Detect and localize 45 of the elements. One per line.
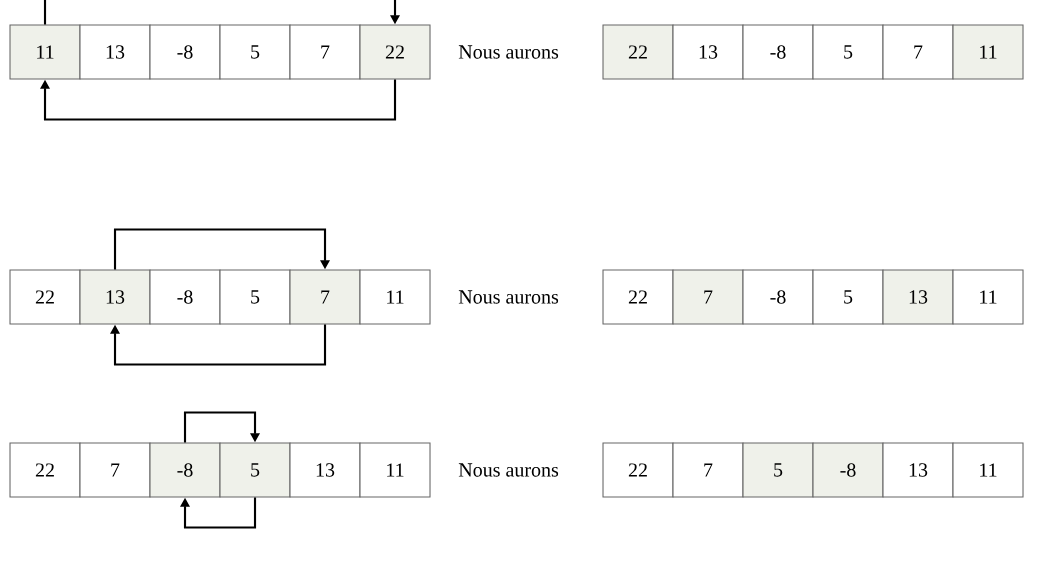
arrow bbox=[113, 228, 330, 270]
array-cell: -8 bbox=[812, 442, 884, 498]
array-cell: 7 bbox=[289, 24, 361, 80]
array-cell: 13 bbox=[79, 24, 151, 80]
array-cell: -8 bbox=[149, 269, 221, 325]
array-cell: 22 bbox=[9, 269, 81, 325]
array-cell: 5 bbox=[812, 24, 884, 80]
array-cell: 13 bbox=[882, 269, 954, 325]
array-cell: 11 bbox=[952, 442, 1024, 498]
array-cell: 22 bbox=[602, 442, 674, 498]
array-cell: -8 bbox=[149, 442, 221, 498]
array-cell: 7 bbox=[882, 24, 954, 80]
array-cell: 13 bbox=[79, 269, 151, 325]
result-text: Nous aurons bbox=[458, 463, 559, 477]
array-cell: 5 bbox=[219, 24, 291, 80]
array-cell: 13 bbox=[882, 442, 954, 498]
array-cell: 22 bbox=[359, 24, 431, 80]
array-cell: 7 bbox=[289, 269, 361, 325]
array-cell: 5 bbox=[742, 442, 814, 498]
array-cell: 5 bbox=[219, 269, 291, 325]
arrow bbox=[180, 497, 257, 529]
array-cell: 22 bbox=[602, 269, 674, 325]
arrow bbox=[43, 0, 400, 25]
result-text: Nous aurons bbox=[458, 290, 559, 304]
array-cell: 22 bbox=[602, 24, 674, 80]
array-cell: 5 bbox=[812, 269, 884, 325]
array-cell: 11 bbox=[952, 269, 1024, 325]
array-cell: 7 bbox=[672, 269, 744, 325]
array-cell: 11 bbox=[359, 442, 431, 498]
array-cell: 11 bbox=[9, 24, 81, 80]
array-cell: 7 bbox=[79, 442, 151, 498]
array-cell: 7 bbox=[672, 442, 744, 498]
arrow bbox=[183, 411, 260, 443]
array-cell: -8 bbox=[149, 24, 221, 80]
array-cell: -8 bbox=[742, 269, 814, 325]
result-text: Nous aurons bbox=[458, 45, 559, 59]
array-cell: 13 bbox=[289, 442, 361, 498]
arrow bbox=[40, 79, 397, 121]
array-cell: 22 bbox=[9, 442, 81, 498]
arrow bbox=[110, 324, 327, 366]
array-cell: 5 bbox=[219, 442, 291, 498]
array-cell: -8 bbox=[742, 24, 814, 80]
array-cell: 11 bbox=[952, 24, 1024, 80]
array-cell: 13 bbox=[672, 24, 744, 80]
array-cell: 11 bbox=[359, 269, 431, 325]
